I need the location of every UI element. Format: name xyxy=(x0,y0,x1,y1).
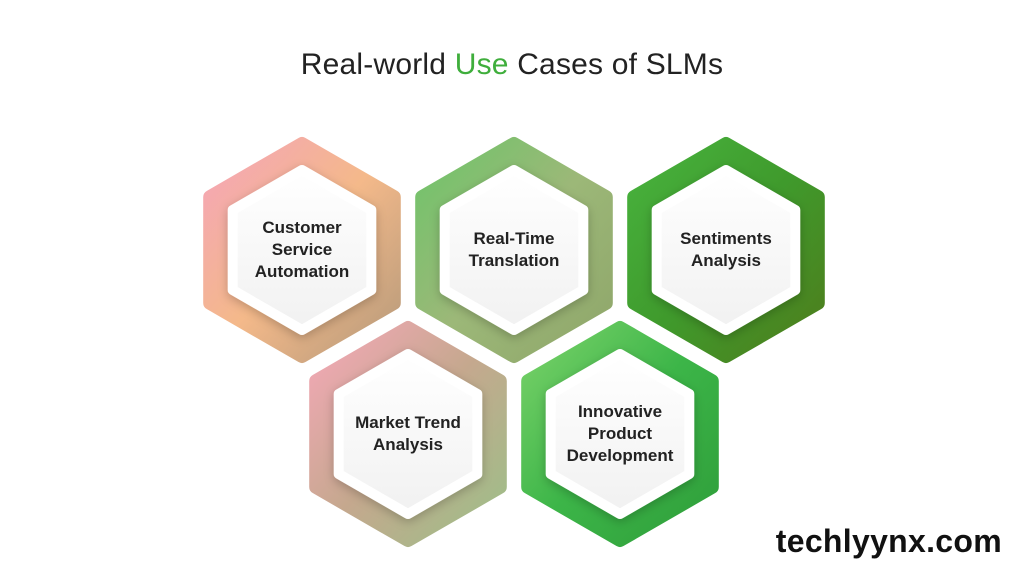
hexagon-inner-panel xyxy=(439,165,589,335)
hexagon-label-line: Real-Time xyxy=(473,229,555,248)
hexagon-label-line: Product xyxy=(587,424,653,443)
hexagon-label-line: Translation xyxy=(468,251,560,270)
hexagon-label-line: Sentiments xyxy=(680,229,772,248)
hexagon-label-line: Development xyxy=(566,446,674,465)
watermark: techlyynx.com xyxy=(775,523,1002,559)
hexagon-4 xyxy=(309,321,507,547)
hexagon-3 xyxy=(627,137,825,363)
hexagon-label-line: Customer xyxy=(262,218,342,237)
title-before: Real-world xyxy=(300,48,455,81)
hexagon-label-line: Automation xyxy=(254,262,350,281)
title-after: Cases of SLMs xyxy=(508,48,724,81)
hexagon-inner-panel xyxy=(227,165,377,335)
hexagon-label-line: Service xyxy=(271,240,333,259)
hexagon-label-line: Market Trend xyxy=(355,413,461,432)
hexagon-2 xyxy=(415,137,613,363)
page-title: Real-world Use Cases of SLMs xyxy=(0,48,1024,82)
hexagon-label-line: Innovative xyxy=(577,402,663,421)
hexagon-inner-panel xyxy=(333,349,483,519)
hexagon-5 xyxy=(521,321,719,547)
hexagon-label-line: Analysis xyxy=(691,251,761,270)
hexagon-inner-panel xyxy=(651,165,801,335)
hexagon-1 xyxy=(203,137,401,363)
title-accent: Use xyxy=(454,48,509,81)
hexagon-label-line: Analysis xyxy=(373,435,443,454)
hexagon-inner-panel xyxy=(545,349,695,519)
